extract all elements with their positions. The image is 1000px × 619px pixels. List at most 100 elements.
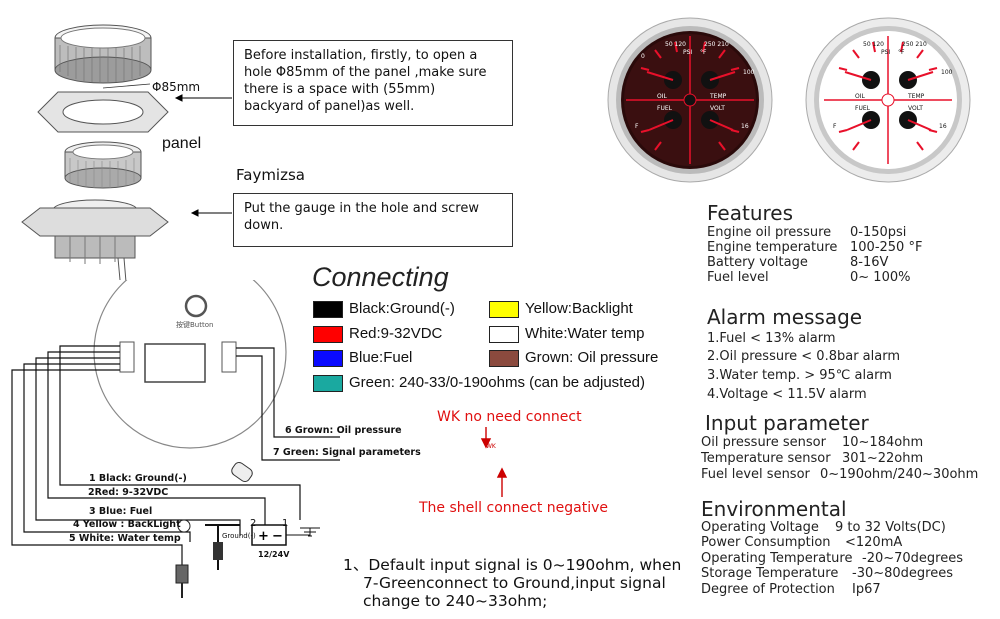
light-gauge: OIL TEMP FUEL VOLT 50 120 250 210 PSI °F…: [805, 17, 971, 183]
sender-bulb: [231, 461, 253, 483]
step1-line: there is a space with (55mm): [244, 82, 436, 97]
svg-text:TEMP: TEMP: [907, 93, 925, 100]
env-key: Operating Temperature: [701, 551, 853, 566]
wire-label-fuel: 3 Blue: Fuel: [89, 506, 153, 517]
svg-text:100: 100: [743, 69, 755, 76]
features-value: 8-16V: [850, 255, 889, 270]
brand-label: Faymizsa: [236, 166, 305, 184]
panel-label: panel: [162, 135, 202, 152]
step1-line: Before installation, firstly, to open a: [244, 48, 478, 63]
default-note-line: 1、Default input signal is 0~190ohm, when: [343, 556, 682, 574]
svg-text:°F: °F: [898, 49, 905, 56]
svg-text:250 210: 250 210: [704, 41, 729, 48]
svg-text:OIL: OIL: [855, 93, 865, 100]
svg-text:100: 100: [941, 69, 953, 76]
button-label: 按键Button: [176, 321, 214, 329]
svg-text:50 120: 50 120: [863, 41, 884, 48]
input-value: 0~190ohm/240~30ohm: [820, 467, 979, 482]
env-value: -20~70degrees: [862, 551, 963, 566]
button-circle: [184, 294, 208, 318]
input-value: 10~184ohm: [842, 435, 924, 450]
default-note-line: 7-Greenconnect to Ground,input signal: [363, 574, 666, 592]
legend-label: Grown: Oil pressure: [525, 349, 659, 366]
wk-note: WK no need connect: [437, 409, 582, 425]
features-value: 0-150psi: [850, 225, 907, 240]
features-key: Engine oil pressure: [707, 225, 832, 240]
svg-text:OIL: OIL: [657, 93, 667, 100]
gauge-bezel-drawing: [54, 24, 152, 84]
svg-text:250 210: 250 210: [902, 41, 927, 48]
env-key: Degree of Protection: [701, 582, 835, 597]
features-value: 100-250 °F: [850, 240, 923, 255]
env-value: 9 to 32 Volts(DC): [835, 520, 946, 535]
fuel-sender-symbol: [205, 524, 240, 570]
installation-illustration: [21, 24, 232, 283]
svg-text:+: +: [258, 529, 269, 544]
svg-text:VOLT: VOLT: [710, 105, 725, 112]
temp-sender-symbol: [175, 564, 189, 598]
legend-swatch-brown: [489, 350, 519, 367]
panel-plate-drawing: [37, 83, 169, 133]
environmental-title: Environmental: [701, 497, 847, 521]
svg-text:−: −: [272, 529, 283, 544]
default-note-line: change to 240~33ohm;: [363, 592, 548, 610]
diameter-label: Φ85mm: [152, 80, 201, 94]
legend-swatch-black: [313, 301, 343, 318]
features-key: Engine temperature: [707, 240, 838, 255]
features-title: Features: [707, 201, 793, 225]
step2-line: down.: [244, 218, 284, 233]
svg-text:FUEL: FUEL: [855, 105, 871, 112]
svg-text:F: F: [833, 123, 837, 130]
switch-label-1: 1: [282, 518, 289, 529]
input-key: Temperature sensor: [701, 451, 831, 466]
dark-gauge: OIL TEMP FUEL VOLT 50 120 250 210 0 PSI …: [607, 17, 773, 183]
legend-swatch-green: [313, 375, 343, 392]
connecting-title: Connecting: [312, 262, 449, 292]
svg-text:50 120: 50 120: [665, 41, 686, 48]
connector-left: [119, 341, 135, 373]
alarm-item: 1.Fuel < 13% alarm: [707, 331, 836, 346]
wire-label-power: 2Red: 9-32VDC: [88, 487, 169, 498]
arrows: [174, 94, 232, 217]
env-key: Storage Temperature: [701, 566, 839, 581]
svg-text:TEMP: TEMP: [709, 93, 727, 100]
env-value: <120mA: [845, 535, 903, 550]
legend-label: Yellow:Backlight: [525, 300, 633, 317]
step2-textbox: Put the gauge in the hole and screw down…: [233, 193, 513, 247]
gauge-photos: OIL TEMP FUEL VOLT 50 120 250 210 0 PSI …: [607, 17, 971, 183]
step1-textbox: Before installation, firstly, to open a …: [233, 40, 513, 126]
svg-text:PSI: PSI: [881, 49, 890, 56]
input-key: Fuel level sensor: [701, 467, 810, 482]
legend-swatch-yellow: [489, 301, 519, 318]
wire-label-oil: 6 Grown: Oil pressure: [285, 425, 402, 436]
svg-text:0: 0: [641, 53, 645, 60]
wire-label-signal: 7 Green: Signal parameters: [273, 447, 421, 458]
features-value: 0~ 100%: [850, 270, 911, 285]
wire-label-watertemp: 5 White: Water temp: [69, 533, 181, 544]
battery-label: 12/24V: [258, 550, 290, 559]
env-value: Ip67: [852, 582, 881, 597]
step1-line: backyard of panel)as well.: [244, 99, 415, 114]
legend-label: White:Water temp: [525, 325, 645, 342]
sensor-wk-label: WK: [486, 443, 496, 450]
features-key: Battery voltage: [707, 255, 808, 270]
step1-line: hole Φ85mm of the panel ,make sure: [244, 65, 487, 80]
switch-label-2: 2: [250, 518, 257, 529]
svg-text:°F: °F: [700, 49, 707, 56]
alarm-title: Alarm message: [707, 305, 863, 329]
wire-label-backlight: 4 Yellow : BackLight: [73, 519, 181, 530]
backlight-bulb: [177, 519, 191, 533]
svg-text:PSI: PSI: [683, 49, 692, 56]
svg-text:VOLT: VOLT: [908, 105, 923, 112]
env-key: Operating Voltage: [701, 520, 819, 535]
svg-text:F: F: [635, 123, 639, 130]
alarm-item: 2.Oil pressure < 0.8bar alarm: [707, 349, 900, 364]
connector-right: [221, 341, 237, 373]
wire-label-ground: 1 Black: Ground(-): [89, 473, 187, 484]
legend-swatch-white: [489, 326, 519, 343]
alarm-item: 4.Voltage < 11.5V alarm: [707, 387, 867, 402]
wiring-diagram: + −: [11, 280, 340, 598]
legend-label: Blue:Fuel: [349, 349, 413, 366]
legend-label: Black:Ground(-): [349, 300, 455, 317]
